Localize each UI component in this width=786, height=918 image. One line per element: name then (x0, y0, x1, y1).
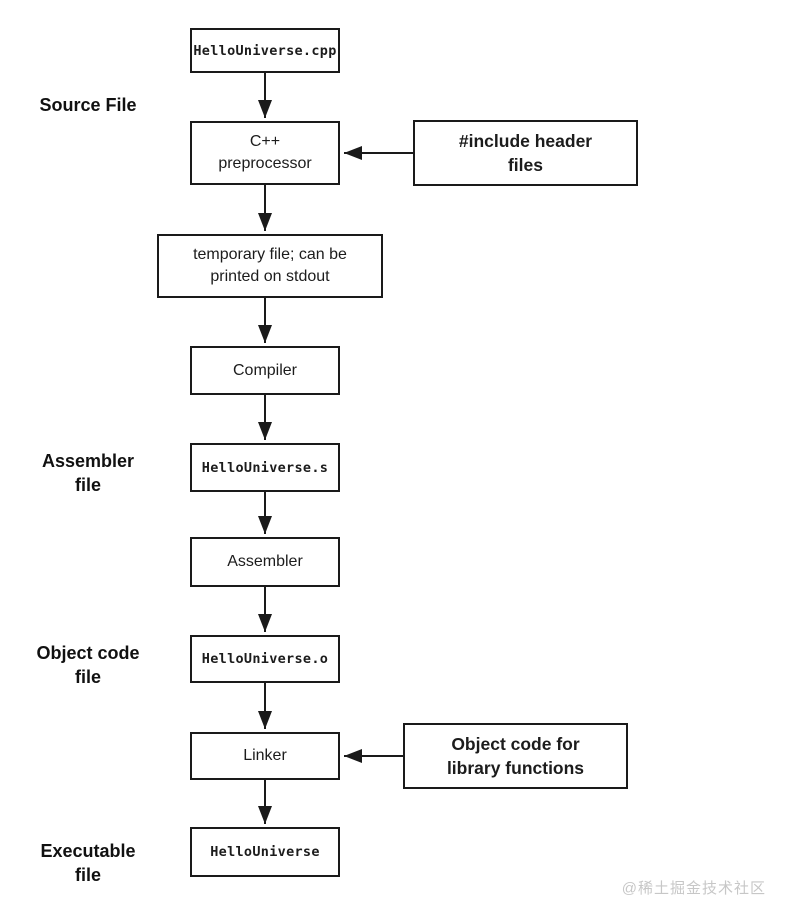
label-executable-file: Executable file (40, 841, 136, 885)
node-compiler: Compiler (190, 346, 340, 395)
node-object-o-file: HelloUniverse.o (190, 635, 340, 683)
node-include-header-files: #include header files (413, 120, 638, 186)
node-executable-file: HelloUniverse (190, 827, 340, 877)
watermark-text: @稀土掘金技术社区 (621, 880, 766, 897)
node-assembler-s-file: HelloUniverse.s (190, 443, 340, 492)
label-source-file: Source File (39, 95, 137, 115)
node-cpp-preprocessor: C++ preprocessor (190, 121, 340, 185)
node-source-cpp-file: HelloUniverse.cpp (190, 28, 340, 73)
node-object-code-library: Object code for library functions (403, 723, 628, 789)
label-object-code-file: Object code file (36, 643, 140, 687)
node-temporary-file: temporary file; can be printed on stdout (157, 234, 383, 298)
node-assembler: Assembler (190, 537, 340, 587)
node-linker: Linker (190, 732, 340, 780)
label-assembler-file: Assembler file (41, 451, 135, 495)
